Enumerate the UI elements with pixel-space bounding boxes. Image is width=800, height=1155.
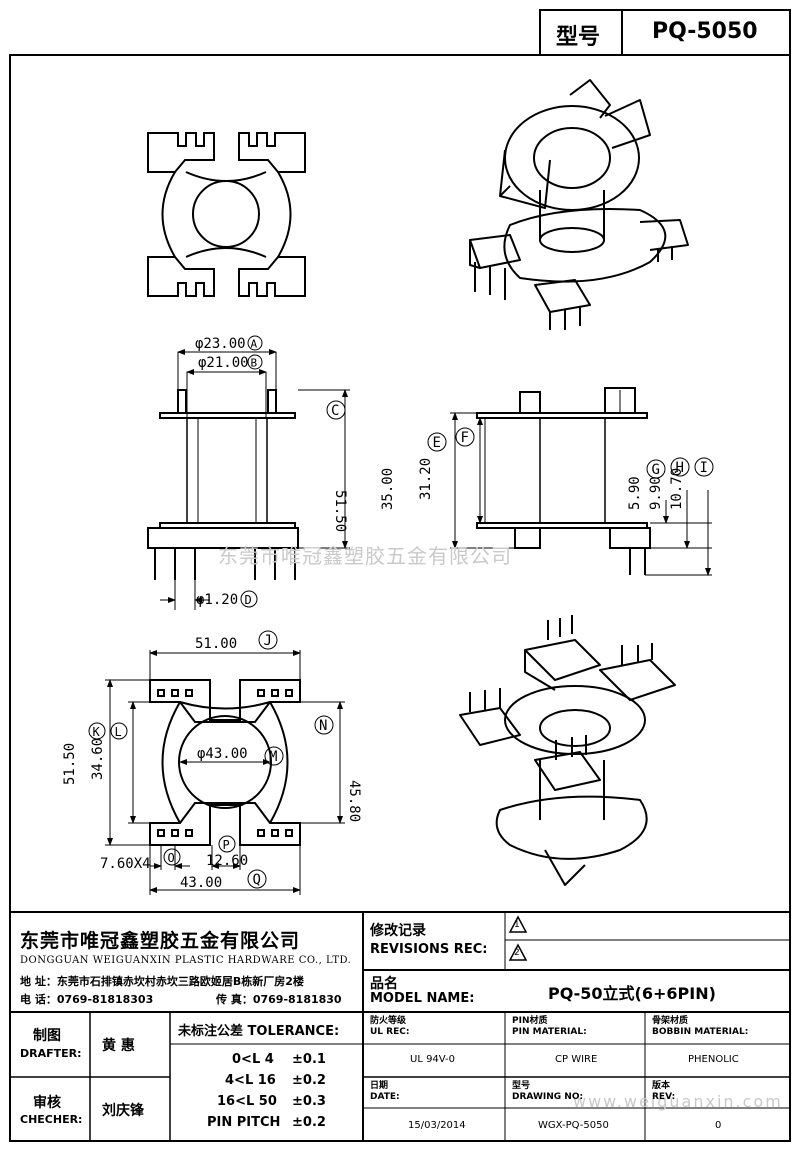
pin-value: CP WIRE — [555, 1054, 598, 1065]
iso-view-bottom — [459, 615, 676, 886]
front-view-dims — [160, 349, 350, 610]
rev-marker-2: 2 — [514, 948, 520, 958]
revisions-label-en: REVISIONS REC: — [370, 942, 488, 957]
tolerance-range-2: 4<L 16 — [225, 1073, 276, 1088]
tolerance-range-4: PIN PITCH — [207, 1115, 281, 1130]
rev-label-en: REV: — [652, 1092, 676, 1102]
dim-51-00: 51.00 — [195, 636, 237, 652]
checker-name: 刘庆锋 — [102, 1103, 144, 1119]
sheet-frame — [9, 9, 791, 1142]
label-d: D — [245, 593, 252, 607]
top-view — [147, 132, 306, 297]
company-name-cn: 东莞市唯冠鑫塑胶五金有限公司 — [20, 930, 301, 952]
dim-43-00: 43.00 — [180, 875, 222, 891]
pin-label-cn: PIN材质 — [512, 1016, 548, 1026]
front-view — [147, 389, 299, 580]
model-label: 型号 — [556, 25, 601, 50]
side-view-labels: E 35.00 F 31.20 G H I 5.90 9.90 10.70 — [380, 427, 714, 510]
iso-view-top — [469, 79, 689, 330]
dim-35: 35.00 — [380, 468, 396, 510]
company-fax: 传 真：0769-8181830 — [216, 993, 342, 1006]
label-f: F — [461, 430, 469, 446]
model-name-value: PQ-50立式(6+6PIN) — [548, 984, 716, 1003]
side-view — [476, 387, 651, 575]
rev-label-cn: 版本 — [652, 1081, 671, 1091]
rev-value: 0 — [715, 1120, 722, 1131]
label-i: I — [700, 460, 708, 476]
watermark-url: www.weiguanxin.com — [573, 1092, 783, 1111]
dim-9-90: 9.90 — [648, 476, 664, 510]
dim-10-70: 10.70 — [669, 468, 685, 510]
dim-d23: φ23.00 — [195, 336, 246, 352]
dim-5-90: 5.90 — [627, 476, 643, 510]
dim-45-80: 45.80 — [346, 780, 362, 822]
label-k: K — [93, 725, 101, 739]
date-value: 15/03/2014 — [408, 1120, 466, 1131]
model-name-label-en: MODEL NAME: — [370, 991, 475, 1006]
tolerance-range-3: 16<L 50 — [217, 1094, 277, 1109]
tolerance-title: 未标注公差 TOLERANCE: — [178, 1024, 340, 1039]
dim-31-20: 31.20 — [418, 458, 434, 500]
company-address: 地 址：东莞市石排镇赤坎村赤坎三路欧姬居B栋新厂房2楼 — [20, 975, 304, 988]
title-block — [10, 911, 790, 1141]
label-q: Q — [253, 872, 261, 888]
revisions-label-cn: 修改记录 — [370, 923, 426, 939]
bottom-view-labels: 51.00 J K L 51.50 34.60 φ43.00 M N 45.80… — [62, 630, 362, 891]
model-value: PQ-5050 — [652, 19, 758, 44]
tolerance-value-1: ±0.1 — [292, 1052, 326, 1067]
checker-label-cn: 审核 — [33, 1095, 61, 1111]
bobbin-label-en: BOBBIN MATERIAL: — [652, 1027, 749, 1037]
ul-label-cn: 防火等级 — [370, 1016, 407, 1026]
watermark-center: 东莞市唯冠鑫塑胶五金有限公司 — [218, 544, 512, 568]
drawing-value: WGX-PQ-5050 — [538, 1120, 609, 1131]
tolerance-value-4: ±0.2 — [292, 1115, 326, 1130]
label-c: C — [331, 403, 339, 419]
dim-d1-20: φ1.20 — [196, 592, 238, 608]
label-b: B — [251, 357, 258, 370]
company-phone: 电 话：0769-81818303 — [20, 993, 154, 1006]
label-j: J — [264, 633, 272, 649]
drawing-label-cn: 型号 — [512, 1081, 531, 1091]
dim-d21: φ21.00 — [198, 355, 249, 371]
drawing-label-en: DRAWING NO: — [512, 1092, 584, 1102]
date-label-en: DATE: — [370, 1092, 400, 1102]
label-p: P — [223, 838, 230, 852]
drafter-label-cn: 制图 — [33, 1028, 61, 1044]
label-h: H — [676, 460, 684, 476]
label-m: M — [269, 749, 277, 765]
dim-7-60: 7.60X4 — [100, 856, 151, 872]
label-a: A — [251, 338, 258, 351]
label-l: L — [115, 725, 122, 739]
tolerance-value-2: ±0.2 — [292, 1073, 326, 1088]
side-view-dims — [450, 412, 712, 576]
model-name-label-cn: 品名 — [370, 976, 398, 992]
label-n: N — [319, 718, 327, 734]
company-name-en: DONGGUAN WEIGUANXIN PLASTIC HARDWARE CO.… — [20, 955, 352, 966]
label-g: G — [652, 462, 660, 478]
dim-d43: φ43.00 — [197, 746, 248, 762]
front-view-labels: φ23.00 A φ21.00 B C 51.50 φ1.20 D — [195, 335, 348, 608]
date-label-cn: 日期 — [370, 1081, 389, 1091]
label-o: O — [168, 851, 175, 865]
tolerance-value-3: ±0.3 — [292, 1094, 326, 1109]
dim-12-60: 12.60 — [206, 853, 248, 869]
dim-51-50-side: 51.50 — [332, 490, 348, 532]
label-e: E — [433, 435, 441, 451]
bottom-view-dims — [105, 650, 345, 895]
ul-value: UL 94V-0 — [410, 1054, 456, 1065]
tolerance-range-1: 0<L 4 — [232, 1052, 274, 1067]
rev-marker-1: 1 — [514, 920, 520, 930]
dim-51-50-top: 51.50 — [62, 743, 78, 785]
ul-label-en: UL REC: — [370, 1027, 410, 1037]
pin-label-en: PIN MATERIAL: — [512, 1027, 587, 1037]
dim-34-60: 34.60 — [90, 738, 106, 780]
bobbin-label-cn: 骨架材质 — [652, 1016, 689, 1026]
checker-label-en: CHECHER: — [20, 1113, 83, 1126]
drafter-label-en: DRAFTER: — [20, 1047, 82, 1060]
drafter-name: 黄 惠 — [102, 1038, 135, 1054]
bobbin-value: PHENOLIC — [688, 1054, 739, 1065]
